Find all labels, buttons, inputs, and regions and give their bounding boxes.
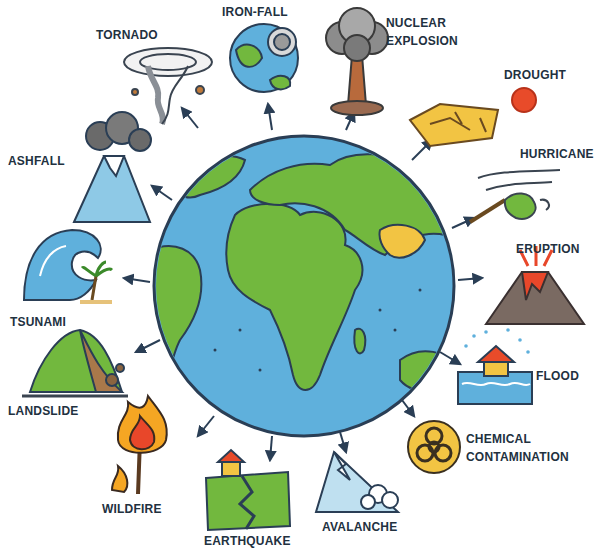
disaster-label: HURRICANE — [520, 145, 594, 163]
label-holder: TORNADO — [96, 26, 158, 44]
wildfire-icon — [112, 396, 167, 494]
eruption-icon — [486, 246, 584, 324]
label-holder: NUCLEAR EXPLOSION — [386, 14, 478, 50]
disaster-label: CHEMICAL CONTAMINATION — [466, 430, 586, 466]
disaster-label: AVALANCHE — [322, 518, 397, 536]
label-holder: LANDSLIDE — [8, 402, 78, 420]
ashfall-icon — [74, 112, 151, 222]
hurricane-icon — [470, 170, 560, 222]
label-holder: AVALANCHE — [322, 518, 397, 536]
tornado-icon — [124, 48, 212, 124]
disaster-label: ERUPTION — [516, 240, 580, 258]
label-holder: IRON-FALL — [222, 3, 288, 21]
label-holder: HURRICANE — [520, 145, 594, 163]
label-holder: ASHFALL — [8, 152, 65, 170]
disaster-label: WILDFIRE — [102, 500, 162, 518]
drought-icon — [410, 88, 536, 146]
label-holder: CHEMICAL CONTAMINATION — [466, 430, 586, 466]
avalanche-icon — [316, 452, 398, 512]
label-holder: WILDFIRE — [102, 500, 162, 518]
disaster-label: LANDSLIDE — [8, 402, 78, 420]
disaster-label: NUCLEAR EXPLOSION — [386, 14, 478, 50]
disaster-label: DROUGHT — [504, 66, 566, 84]
label-holder: ERUPTION — [516, 240, 580, 258]
tsunami-icon — [24, 230, 112, 302]
earthquake-icon — [206, 450, 290, 530]
pointer-arrow — [124, 104, 482, 460]
disaster-label: TORNADO — [96, 26, 158, 44]
biohazard-icon — [408, 421, 460, 473]
label-holder: TSUNAMI — [10, 313, 66, 331]
label-holder: FLOOD — [536, 367, 579, 385]
disaster-label: ASHFALL — [8, 152, 65, 170]
disaster-label: IRON-FALL — [222, 3, 288, 21]
label-holder: EARTHQUAKE — [204, 532, 291, 550]
globe — [148, 136, 455, 436]
label-holder: DROUGHT — [504, 66, 566, 84]
nuclear-explosion-icon — [326, 8, 388, 115]
flood-icon — [458, 328, 532, 404]
disaster-label: FLOOD — [536, 367, 579, 385]
landslide-icon — [22, 330, 128, 396]
iron-fall-icon — [230, 24, 298, 92]
disaster-label: EARTHQUAKE — [204, 532, 291, 550]
disaster-label: TSUNAMI — [10, 313, 66, 331]
